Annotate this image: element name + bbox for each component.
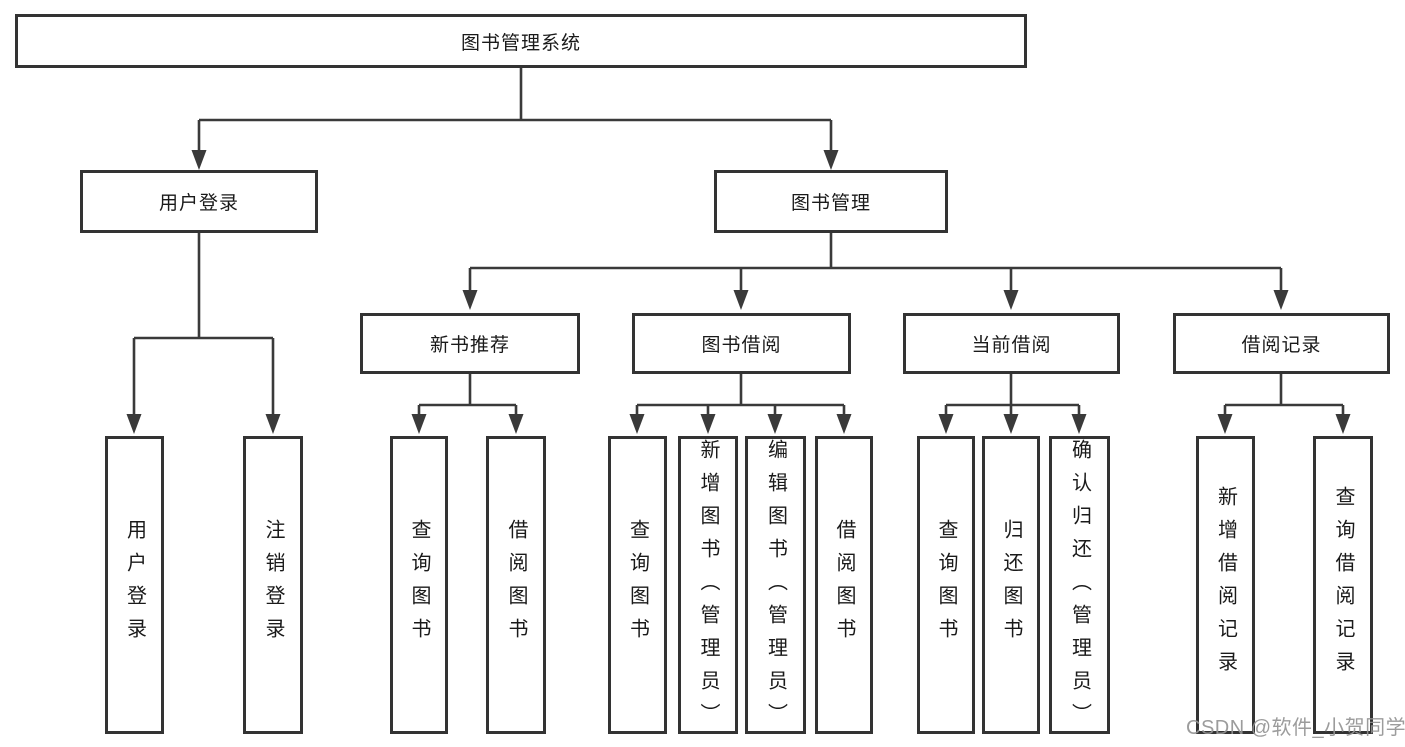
leaf-user-login-label: 用户登录 (123, 519, 146, 651)
leaf-borrow-edit-books-admin-label: 编辑图书（管理员） (764, 439, 787, 736)
leaf-borrow-add-books-admin-label: 新增图书（管理员） (697, 439, 719, 736)
leaf-borrow-borrow-books-label: 借阅图书 (833, 519, 855, 651)
leaf-current-return-books-label: 归还图书 (1000, 519, 1022, 651)
leaf-record-query-borrow-record-label: 查询借阅记录 (1332, 486, 1354, 684)
node-library-system-label: 图书管理系统 (460, 32, 581, 54)
leaf-newbook-query-books: 查询图书 (390, 436, 448, 734)
node-library-system: 图书管理系统 (15, 14, 1027, 68)
node-user-login: 用户登录 (80, 170, 318, 233)
leaf-current-confirm-return-admin: 确认归还（管理员） (1049, 436, 1110, 736)
node-book-management-label: 图书管理 (790, 193, 871, 214)
node-new-book-recommend: 新书推荐 (360, 313, 580, 374)
leaf-current-return-books: 归还图书 (982, 436, 1040, 734)
leaf-newbook-borrow-books: 借阅图书 (486, 436, 546, 734)
leaf-borrow-add-books-admin: 新增图书（管理员） (678, 436, 738, 736)
leaf-borrow-edit-books-admin: 编辑图书（管理员） (745, 436, 806, 736)
node-borrowing-records-label: 借阅记录 (1241, 335, 1322, 356)
node-borrowing-records: 借阅记录 (1173, 313, 1390, 374)
leaf-newbook-query-books-label: 查询图书 (408, 519, 430, 651)
node-book-borrowing: 图书借阅 (632, 313, 851, 374)
leaf-newbook-borrow-books-label: 借阅图书 (505, 519, 527, 651)
node-current-borrowing: 当前借阅 (903, 313, 1120, 374)
node-book-borrowing-label: 图书借阅 (701, 335, 782, 356)
leaf-logout-label: 注销登录 (262, 519, 284, 651)
leaf-record-query-borrow-record: 查询借阅记录 (1313, 436, 1373, 734)
leaf-record-add-borrow-record-label: 新增借阅记录 (1214, 486, 1237, 684)
leaf-current-query-books-label: 查询图书 (935, 519, 957, 651)
node-current-borrowing-label: 当前借阅 (971, 335, 1052, 356)
csdn-watermark: CSDN @软件_小贺同学 (1186, 717, 1405, 739)
node-new-book-recommend-label: 新书推荐 (429, 335, 510, 356)
leaf-record-add-borrow-record: 新增借阅记录 (1196, 436, 1255, 734)
leaf-current-confirm-return-admin-label: 确认归还（管理员） (1068, 439, 1091, 736)
leaf-borrow-query-books: 查询图书 (608, 436, 667, 734)
node-book-management: 图书管理 (714, 170, 948, 233)
leaf-borrow-borrow-books: 借阅图书 (815, 436, 873, 734)
leaf-user-login: 用户登录 (105, 436, 164, 734)
leaf-borrow-query-books-label: 查询图书 (626, 519, 649, 651)
leaf-logout: 注销登录 (243, 436, 303, 734)
leaf-current-query-books: 查询图书 (917, 436, 975, 734)
node-user-login-label: 用户登录 (158, 193, 239, 214)
